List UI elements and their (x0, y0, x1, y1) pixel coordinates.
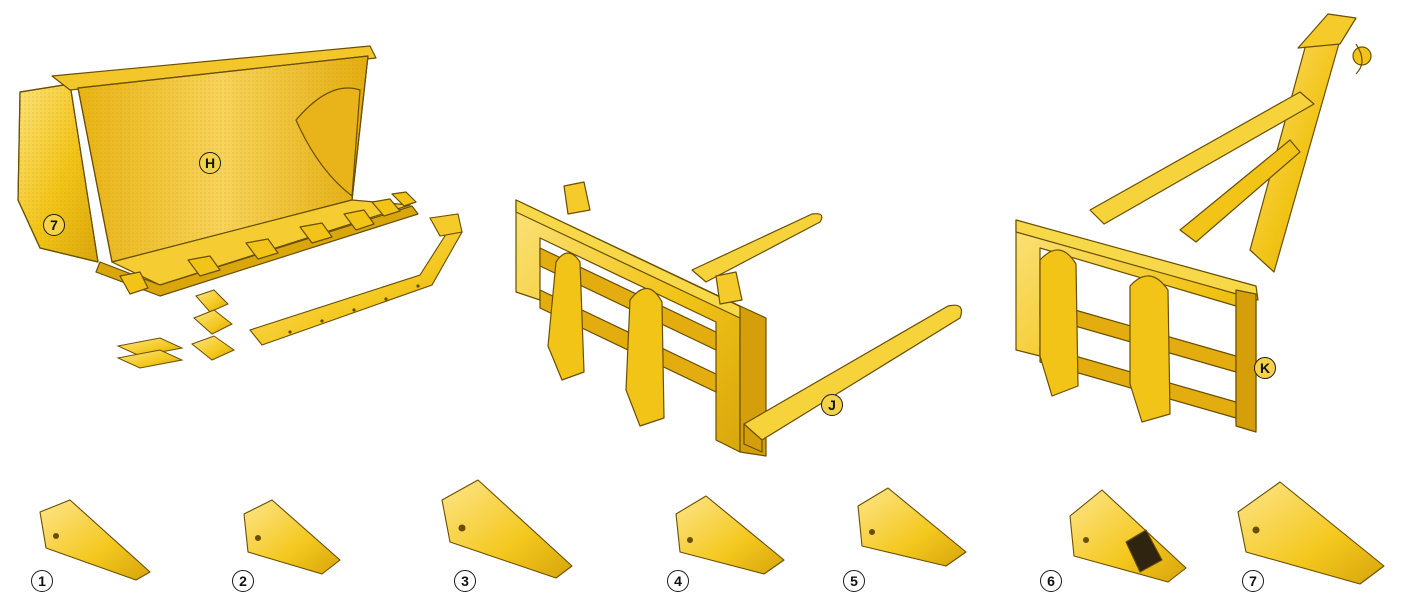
bucket-tip-4 (675, 495, 785, 575)
bucket-tip-6 (1069, 489, 1187, 583)
tip-label-6: 6 (1040, 570, 1062, 592)
bucket-tip-1 (39, 499, 151, 581)
bolt-on-cutting-edge (249, 213, 463, 346)
callout-bucket: H (199, 152, 221, 174)
pallet-forks (515, 181, 963, 457)
tip-label-4: 4 (667, 570, 689, 592)
callout-bucket-side: 7 (43, 214, 65, 236)
bucket-tip-5 (857, 487, 967, 567)
tip-label-7: 7 (1242, 570, 1264, 592)
bucket-tips (39, 479, 1385, 585)
bucket-tip-3 (441, 479, 573, 579)
bucket-tip-2 (243, 499, 341, 575)
callout-pallet-forks: J (821, 394, 843, 416)
bucket-tip-7 (1237, 481, 1385, 585)
tip-label-1: 1 (31, 570, 53, 592)
loose-wear-parts (116, 289, 236, 369)
tip-label-2: 2 (232, 570, 254, 592)
tip-label-3: 3 (454, 570, 476, 592)
bucket (17, 45, 419, 297)
crane-boom (1015, 13, 1372, 433)
callout-crane-boom: K (1254, 357, 1276, 379)
tip-label-5: 5 (843, 570, 865, 592)
